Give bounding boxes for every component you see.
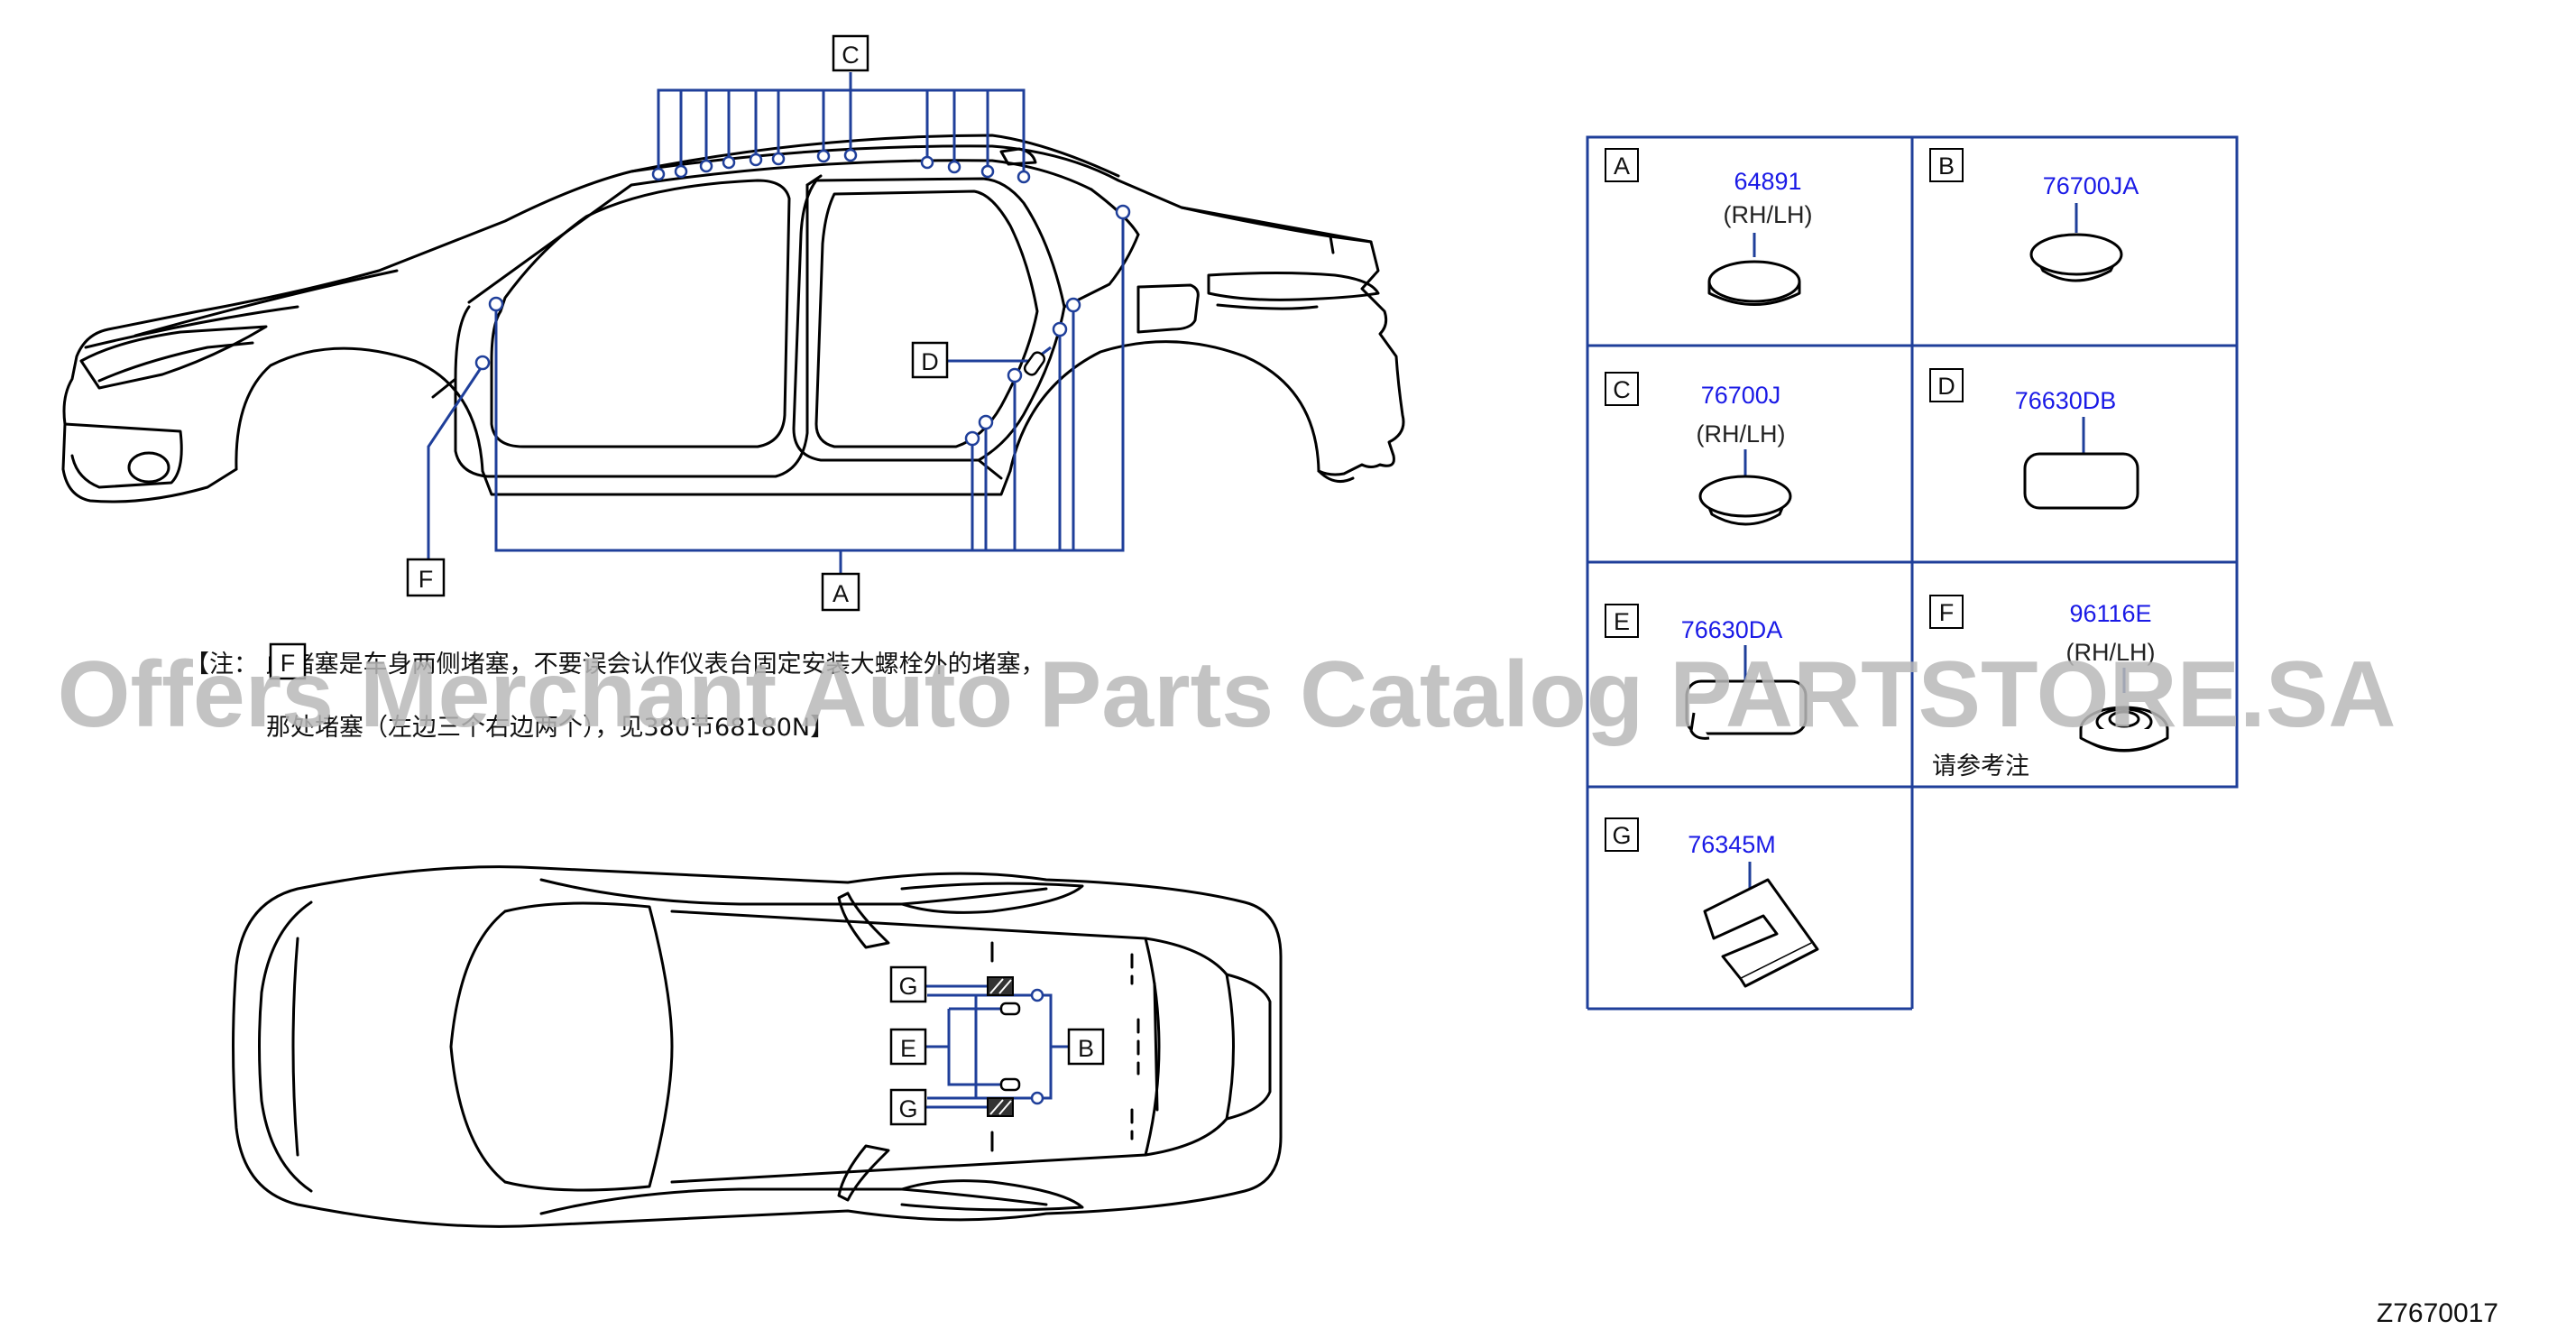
top-clip-points [1030, 988, 1044, 1105]
note-line-1: 【注： 此堵塞是车身两侧堵塞，不要误会认作仪表台固定安装大螺栓外的堵塞， [185, 651, 1045, 679]
callout-c-side: C [842, 42, 860, 69]
cell-f-letter: F [1939, 599, 1955, 626]
part-number-d[interactable]: 76630DB [2015, 387, 2117, 414]
cell-d-letter: D [1937, 373, 1955, 400]
part-number-a[interactable]: 64891 [1734, 168, 1801, 195]
callout-g-top-lower: G [898, 1095, 917, 1122]
note-f-letter: F [281, 650, 296, 677]
callout-d-side: D [921, 348, 939, 375]
part-number-f[interactable]: 96116E [2069, 600, 2151, 627]
top-leaders [925, 984, 1069, 1109]
side-callouts [406, 34, 949, 612]
part-illustrations [1685, 203, 2169, 988]
callout-f-side: F [419, 566, 434, 593]
grommet-f-drawing [2079, 668, 2169, 753]
plug-b-drawing [2029, 203, 2123, 282]
part-number-b[interactable]: 76700JA [2043, 172, 2139, 199]
plug-a-drawing [1707, 233, 1801, 306]
callout-b-top: B [1078, 1035, 1094, 1062]
car-top-view [232, 865, 1283, 1228]
callout-a-side: A [833, 580, 849, 607]
diagram-reference: Z7670017 [2377, 1298, 2498, 1328]
part-sub-f: (RH/LH) [2066, 639, 2156, 666]
part-number-c[interactable]: 76700J [1701, 382, 1781, 409]
top-e-plugs [999, 1002, 1021, 1092]
clip-g-drawing [1703, 862, 1819, 988]
cell-c-letter: C [1613, 376, 1631, 403]
cell-g-letter: G [1612, 822, 1631, 849]
table-letter-boxes [1605, 148, 1964, 852]
part-note-f: 请参考注 [1932, 753, 2029, 780]
top-callouts [889, 965, 1105, 1126]
d-plug-mark [1023, 351, 1046, 376]
watermark: Offers Merchant Auto Parts Catalog PARTS… [58, 642, 2397, 747]
plug-d-drawing [2023, 417, 2139, 510]
callout-g-top-upper: G [898, 973, 917, 1000]
part-sub-c: (RH/LH) [1697, 420, 1786, 448]
cell-a-letter: A [1614, 152, 1630, 180]
plug-e-drawing [1685, 645, 1808, 740]
parts-table [1586, 135, 2239, 1011]
cell-b-letter: B [1938, 152, 1955, 180]
part-sub-a: (RH/LH) [1724, 201, 1813, 228]
side-clip-points [474, 148, 1131, 447]
part-number-g[interactable]: 76345M [1688, 831, 1776, 858]
cell-e-letter: E [1614, 608, 1630, 635]
top-g-clip-hatch [989, 978, 1012, 1115]
car-side-view [61, 134, 1405, 503]
note-line-2: 那处堵塞（左边三个右边两个），见380节68180N】 [266, 714, 834, 742]
side-leaders [427, 72, 1125, 573]
plug-c-drawing [1698, 449, 1792, 526]
note-f-box [269, 642, 307, 680]
part-number-e[interactable]: 76630DA [1681, 616, 1783, 643]
top-g-clips [987, 976, 1014, 1117]
callout-e-top: E [900, 1035, 916, 1062]
